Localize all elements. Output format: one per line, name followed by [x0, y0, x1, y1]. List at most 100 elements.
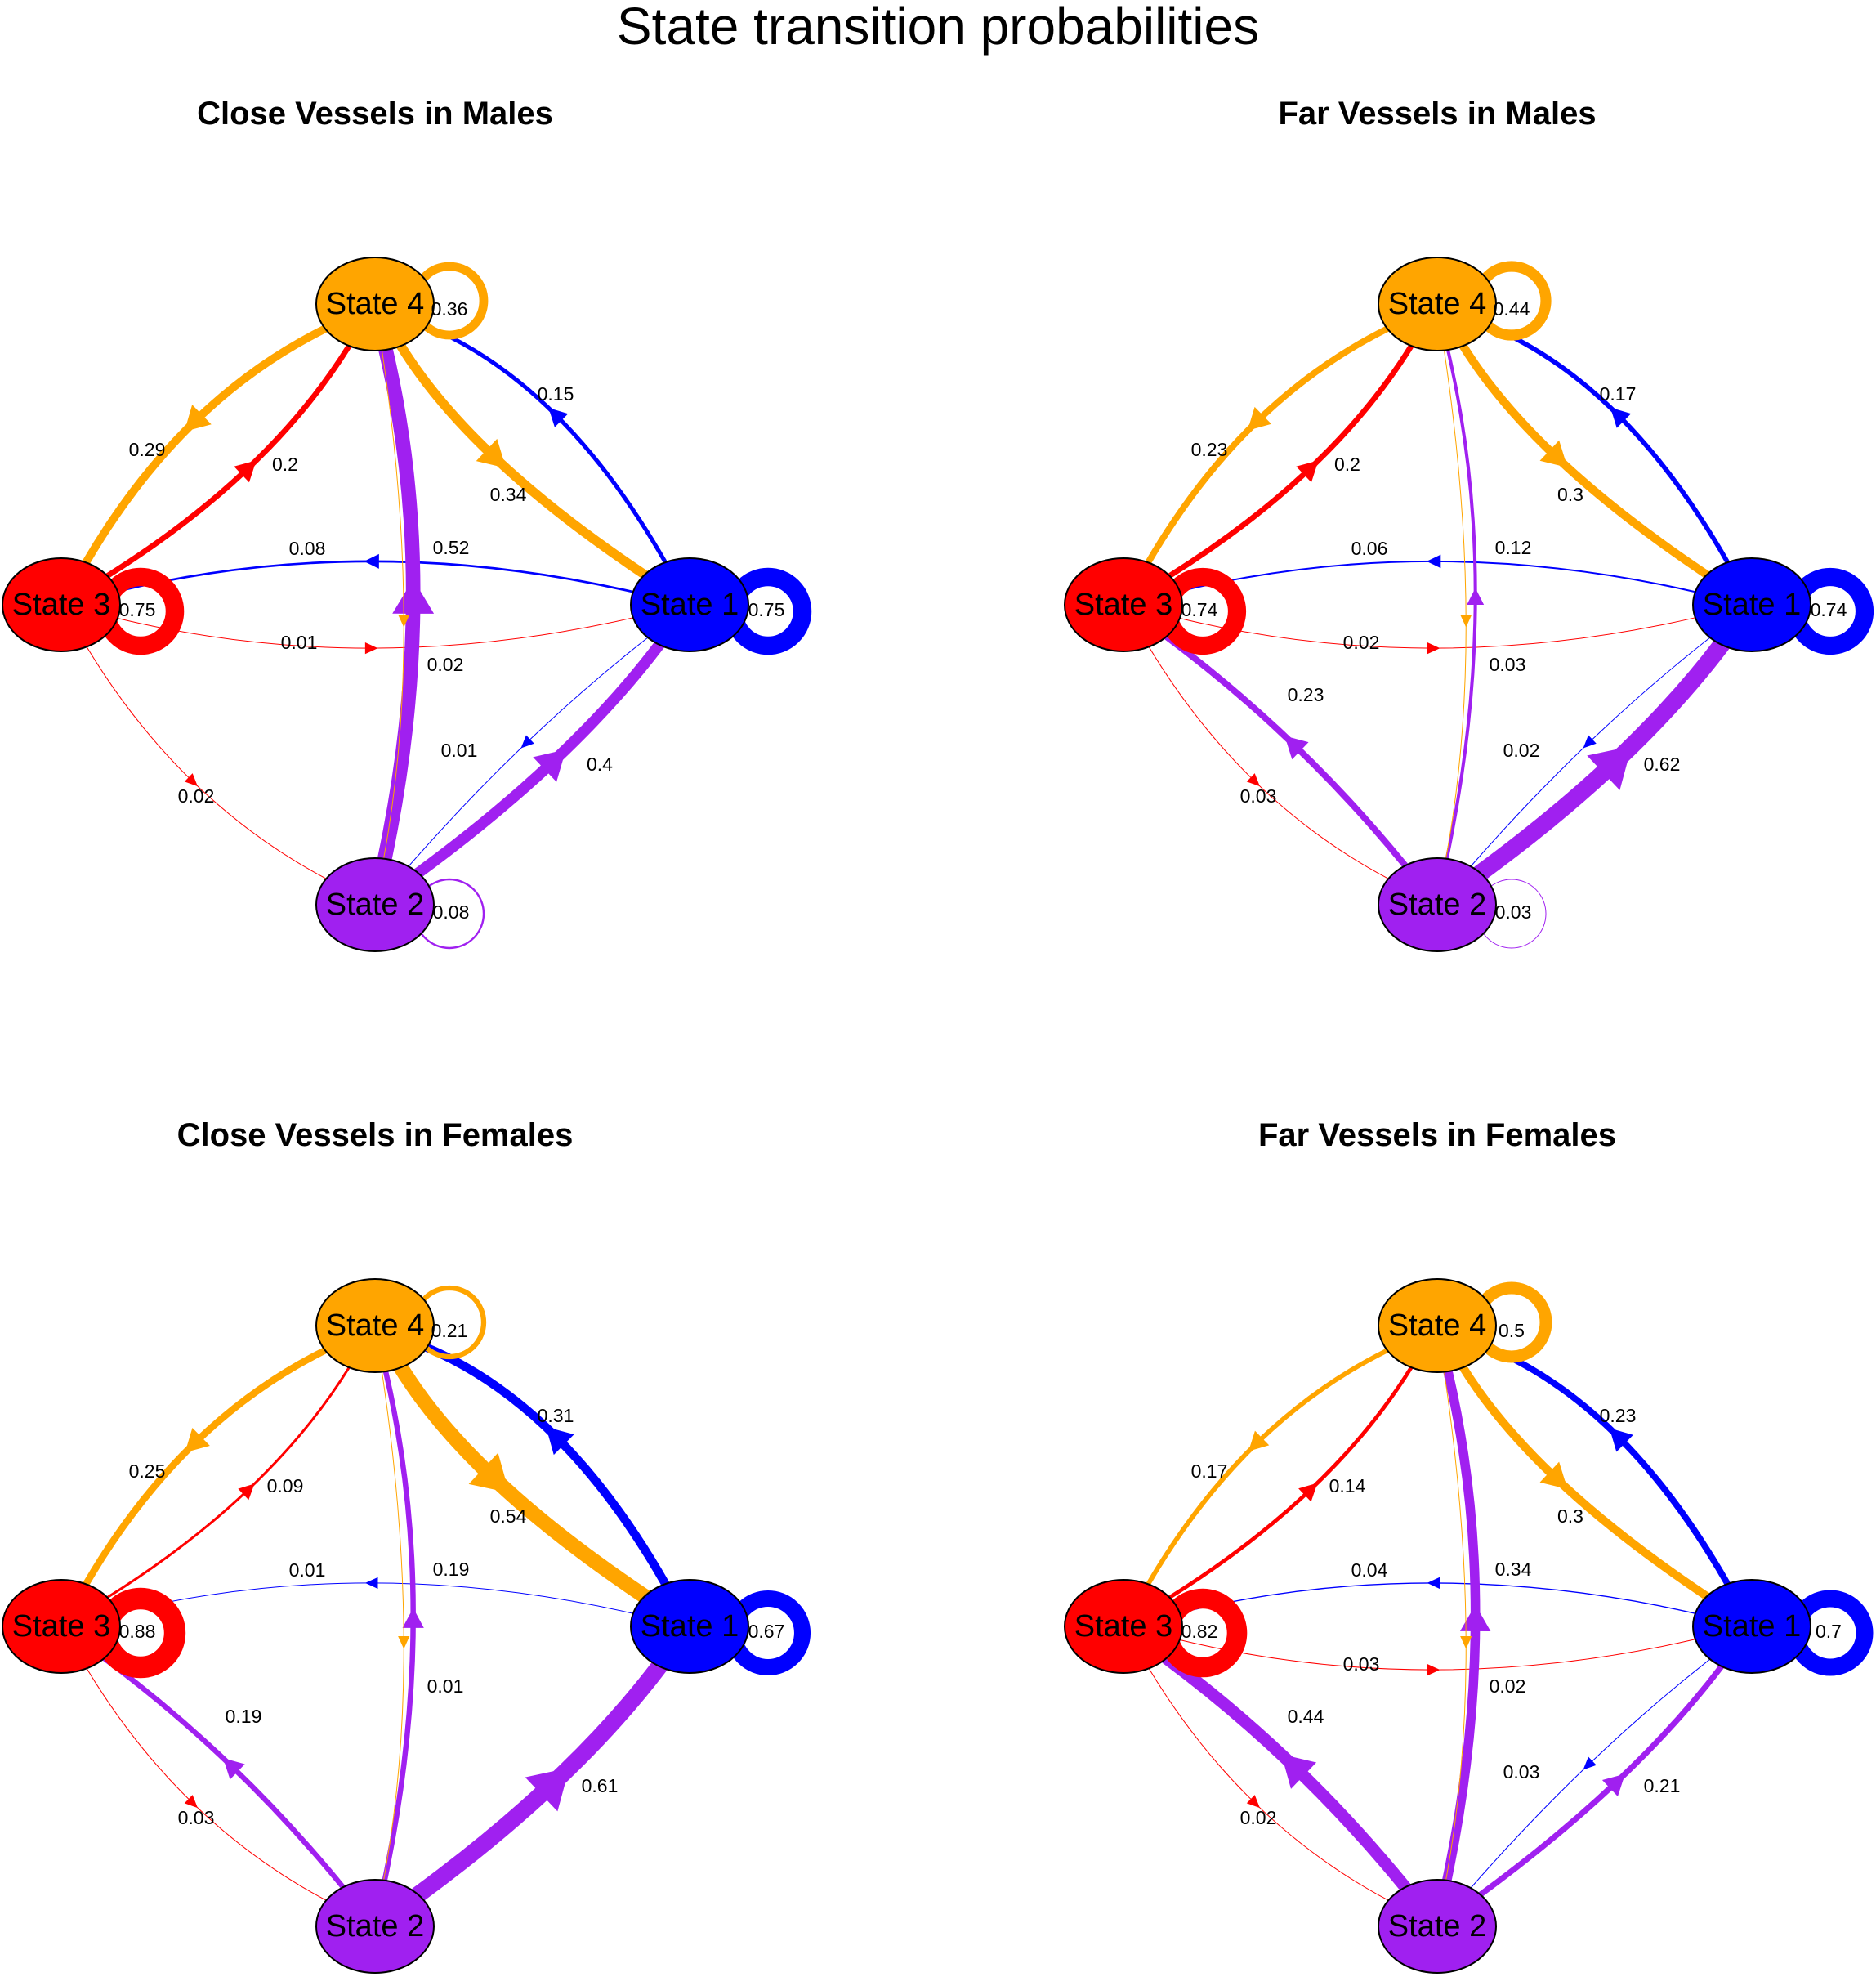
edge-probability-label: 0.2	[1334, 454, 1360, 475]
edge-state-3-to-state-4: 0.2	[105, 342, 352, 579]
edge-arrowhead	[1610, 407, 1632, 428]
edge-state-4-to-state-2: 0.02	[381, 350, 463, 860]
edge-arrowhead	[1583, 1756, 1597, 1770]
edge-probability-label: 0.03	[1503, 1761, 1540, 1782]
edge-state-1-to-state-3: 0.04	[1179, 1559, 1696, 1614]
edge-arrowhead	[525, 1768, 570, 1812]
edge-state-2-to-state-3: 0.23	[1163, 633, 1409, 870]
edge-state-1-to-state-4: 0.23	[1485, 1344, 1731, 1587]
edge-probability-label: 0.3	[1557, 484, 1583, 505]
edge-probability-label: 0.02	[1240, 1807, 1277, 1828]
self-loop-probability-label: 0.82	[1181, 1621, 1218, 1642]
edge-arrowhead	[1609, 1428, 1633, 1452]
node-label: State 1	[1703, 1609, 1801, 1644]
node-state-2: State 2	[315, 857, 435, 952]
node-state-4: State 4	[1378, 1278, 1497, 1373]
edge-probability-label: 0.23	[1600, 1405, 1637, 1426]
node-ellipse	[1064, 557, 1183, 652]
edge-arrowhead	[1539, 440, 1568, 467]
node-label: State 2	[326, 1909, 424, 1943]
edge-line	[1163, 633, 1409, 870]
edge-state-3-to-state-2: 0.02	[1148, 1667, 1389, 1901]
edge-arrowhead	[184, 773, 198, 787]
edge-line	[1148, 646, 1389, 879]
node-state-2: State 2	[1378, 857, 1497, 952]
edge-arrowhead	[476, 438, 507, 468]
edge-probability-label: 0.23	[1288, 684, 1324, 705]
self-loop-probability-label: 0.5	[1499, 1320, 1525, 1341]
edge-state-1-to-state-4: 0.31	[422, 1343, 670, 1589]
edge-state-2-to-state-4: 0.19	[382, 1368, 469, 1883]
edge-arrowhead	[184, 405, 212, 432]
edge-probability-label: 0.19	[226, 1706, 262, 1727]
node-label: State 4	[1388, 287, 1486, 321]
edge-probability-label: 0.23	[1191, 439, 1228, 460]
node-state-2: State 2	[1378, 1879, 1497, 1974]
edge-arrowhead	[1248, 1430, 1270, 1451]
edge-state-2-to-state-1: 0.61	[409, 1657, 668, 1903]
edge-probability-label: 0.09	[267, 1475, 304, 1496]
panel-title: Far Vessels in Females	[1258, 1117, 1616, 1153]
node-ellipse	[315, 1278, 435, 1373]
self-loop-probability-label: 0.44	[1494, 298, 1530, 320]
edge-line	[422, 1343, 670, 1589]
edge-state-1-to-state-4: 0.17	[1486, 324, 1731, 565]
edge-state-2-to-state-3: 0.44	[1159, 1652, 1412, 1894]
node-label: State 2	[1388, 1909, 1486, 1943]
edge-state-3-to-state-4: 0.14	[1168, 1365, 1414, 1599]
edge-arrowhead	[1284, 736, 1309, 760]
edge-probability-label: 0.29	[129, 439, 166, 460]
node-state-4: State 4	[1378, 257, 1497, 351]
node-ellipse	[1378, 857, 1497, 952]
edge-state-1-to-state-3: 0.08	[116, 538, 635, 593]
edge-probability-label: 0.12	[1495, 537, 1532, 558]
node-state-3: State 3	[2, 1579, 121, 1674]
node-label: State 1	[641, 1609, 739, 1644]
self-loop-probability-label: 0.36	[431, 298, 468, 320]
edge-probability-label: 0.08	[289, 538, 326, 559]
edge-arrowhead	[1427, 1577, 1440, 1590]
edge-arrowhead	[1246, 773, 1260, 787]
edge-arrowhead	[1427, 642, 1440, 655]
node-label: State 1	[1703, 588, 1801, 622]
edge-probability-label: 0.17	[1600, 383, 1637, 405]
edge-arrowhead	[1460, 614, 1472, 628]
node-label: State 3	[1074, 588, 1172, 622]
figure-title: State transition probabilities	[616, 0, 1260, 56]
edge-arrowhead	[1460, 1635, 1472, 1649]
self-loop-probability-label: 0.75	[748, 599, 785, 620]
edge-arrowhead	[1467, 588, 1485, 605]
edge-state-4-to-state-3: 0.23	[1145, 325, 1391, 566]
node-label: State 1	[641, 588, 739, 622]
edge-state-3-to-state-2: 0.03	[86, 1667, 327, 1901]
edge-arrowhead	[364, 1577, 378, 1590]
node-state-3: State 3	[1064, 1579, 1183, 1674]
edge-state-4-to-state-1: 0.3	[1458, 1363, 1712, 1601]
edge-arrowhead	[398, 1635, 410, 1649]
edge-state-2-to-state-4: 0.52	[377, 342, 469, 866]
self-loop-probability-label: 0.88	[119, 1621, 156, 1642]
edge-line	[117, 617, 634, 649]
edge-state-4-to-state-3: 0.29	[82, 324, 329, 567]
panel-close-vessels-in-females: Close Vessels in Females0.250.090.540.31…	[2, 1117, 811, 1974]
node-ellipse	[1378, 1278, 1497, 1373]
edge-state-3-to-state-4: 0.2	[1167, 342, 1414, 579]
edge-probability-label: 0.02	[178, 785, 215, 807]
node-label: State 3	[1074, 1609, 1172, 1644]
self-loop-probability-label: 0.03	[1495, 901, 1532, 923]
edge-probability-label: 0.31	[538, 1405, 574, 1426]
node-ellipse	[630, 1579, 749, 1674]
self-loop-probability-label: 0.74	[1181, 599, 1218, 620]
panel-title: Far Vessels in Males	[1278, 96, 1596, 132]
edge-arrowhead	[392, 579, 435, 614]
edge-probability-label: 0.02	[1343, 632, 1380, 653]
edge-state-1-to-state-3: 0.06	[1178, 538, 1696, 593]
edge-state-2-to-state-4: 0.12	[1445, 348, 1532, 861]
edge-arrowhead	[1298, 1483, 1318, 1502]
self-loop-probability-label: 0.67	[748, 1621, 785, 1642]
edge-state-3-to-state-1: 0.03	[1179, 1639, 1696, 1676]
edge-line	[1148, 1667, 1389, 1901]
edge-state-4-to-state-2: 0.01	[381, 1371, 463, 1881]
edge-arrowhead	[533, 749, 566, 782]
